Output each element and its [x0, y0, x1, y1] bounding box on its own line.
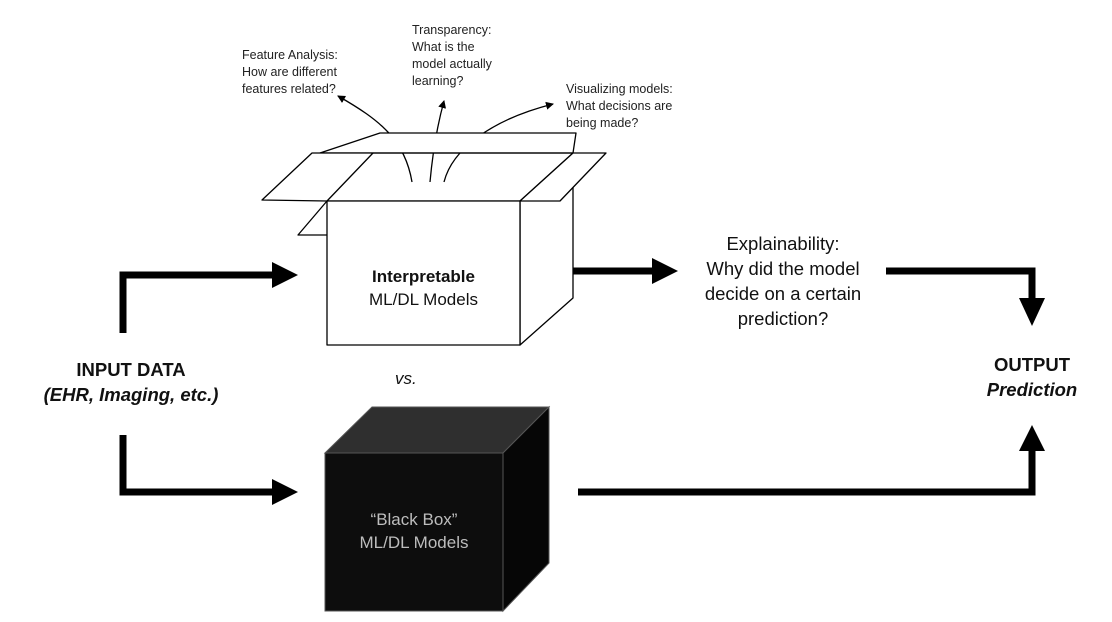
arrowhead-to-explainability — [652, 258, 678, 284]
arrowhead-up-to-output — [1019, 425, 1045, 451]
right-flap — [519, 152, 607, 202]
flow-arrows — [119, 267, 1036, 496]
left-flap — [261, 152, 374, 202]
black-box-subtitle: ML/DL Models — [359, 533, 469, 552]
transparency-line: model actually — [412, 57, 492, 71]
feature-analysis-line: How are different — [242, 65, 337, 79]
blackbox-to-output-arrow — [578, 448, 1036, 496]
arrowhead-to-blackbox — [272, 479, 298, 505]
versus-label: vs. — [395, 369, 417, 388]
input-to-interpretable-arrow — [119, 271, 276, 333]
output-subtitle: Prediction — [986, 379, 1078, 400]
feature-analysis-arrow — [337, 95, 413, 183]
interpretable-box-label: Interpretable ML/DL Models — [327, 265, 520, 311]
back-flap — [319, 132, 577, 154]
explainability-line: Why did the model — [706, 258, 860, 279]
black-box-front — [324, 452, 504, 612]
explainability-line: Explainability: — [726, 233, 840, 254]
explainability-line: prediction? — [737, 308, 829, 329]
input-data-label: INPUT DATA (EHR, Imaging, etc.) — [0, 357, 262, 407]
explainability-to-output-arrow — [886, 267, 1036, 300]
output-label: OUTPUT Prediction — [966, 352, 1098, 402]
visualizing-note: Visualizing models: What decisions are b… — [566, 81, 673, 132]
feature-analysis-note: Feature Analysis: How are different feat… — [242, 47, 338, 98]
input-data-title: INPUT DATA — [76, 359, 186, 380]
visualizing-line: Visualizing models: — [566, 82, 673, 96]
interpretable-box-drawing — [261, 132, 607, 346]
feature-analysis-line: features related? — [242, 82, 336, 96]
arrowhead-down-to-output — [1019, 298, 1045, 326]
transparency-line: Transparency: — [412, 23, 492, 37]
black-box-title: “Black Box” — [370, 510, 458, 529]
transparency-line: What is the — [412, 40, 475, 54]
input-to-blackbox-arrow — [119, 435, 276, 496]
front-face — [326, 200, 521, 346]
output-title: OUTPUT — [993, 354, 1071, 375]
black-box-label: “Black Box” ML/DL Models — [325, 508, 503, 554]
transparency-note: Transparency: What is the model actually… — [412, 22, 492, 90]
interpretable-subtitle: ML/DL Models — [369, 290, 478, 309]
visualizing-line: being made? — [566, 116, 639, 130]
arrowheads — [272, 258, 1045, 505]
black-box-drawing — [323, 405, 551, 613]
input-data-subtitle: (EHR, Imaging, etc.) — [43, 384, 219, 405]
interpretable-title: Interpretable — [372, 267, 475, 286]
feature-analysis-line: Feature Analysis: — [242, 48, 338, 62]
explainability-label: Explainability: Why did the model decide… — [683, 231, 883, 331]
visualizing-line: What decisions are — [566, 99, 673, 113]
arrowhead-to-interpretable — [272, 262, 298, 288]
explainability-line: decide on a certain — [704, 283, 862, 304]
transparency-line: learning? — [412, 74, 464, 88]
